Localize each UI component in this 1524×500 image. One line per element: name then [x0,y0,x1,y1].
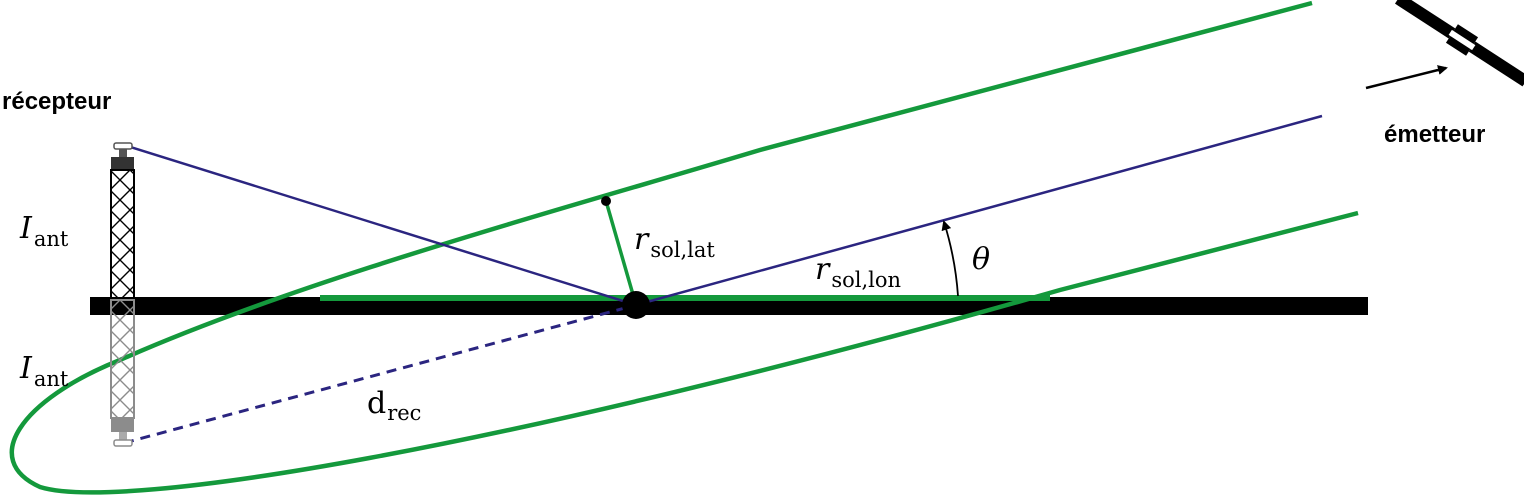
arrow-icon [1365,65,1448,90]
transmitter-label: émetteur [1384,121,1485,148]
antenna-image-height-label: Iant [19,351,69,391]
theta-label: θ [972,242,990,277]
r-lat-label: rsol,lat [634,222,715,262]
antenna-height-label: Iant [19,211,69,251]
image-antenna [110,299,135,447]
ground-line [90,297,1368,315]
ellipse-point [601,196,611,206]
image-ray [123,303,637,445]
receiver-antenna [110,142,135,299]
ellipse-footprint [9,0,1359,495]
reflected-ray [123,143,637,307]
r-lon-label: rsol,lon [815,252,901,292]
specular-point [622,291,650,319]
satellite-icon [1394,0,1524,87]
incident-ray [635,114,1323,307]
r-lat-segment [604,200,638,306]
d-rec-label: drec [367,386,421,425]
receiver-label: récepteur [2,88,111,115]
theta-arc [941,220,959,297]
